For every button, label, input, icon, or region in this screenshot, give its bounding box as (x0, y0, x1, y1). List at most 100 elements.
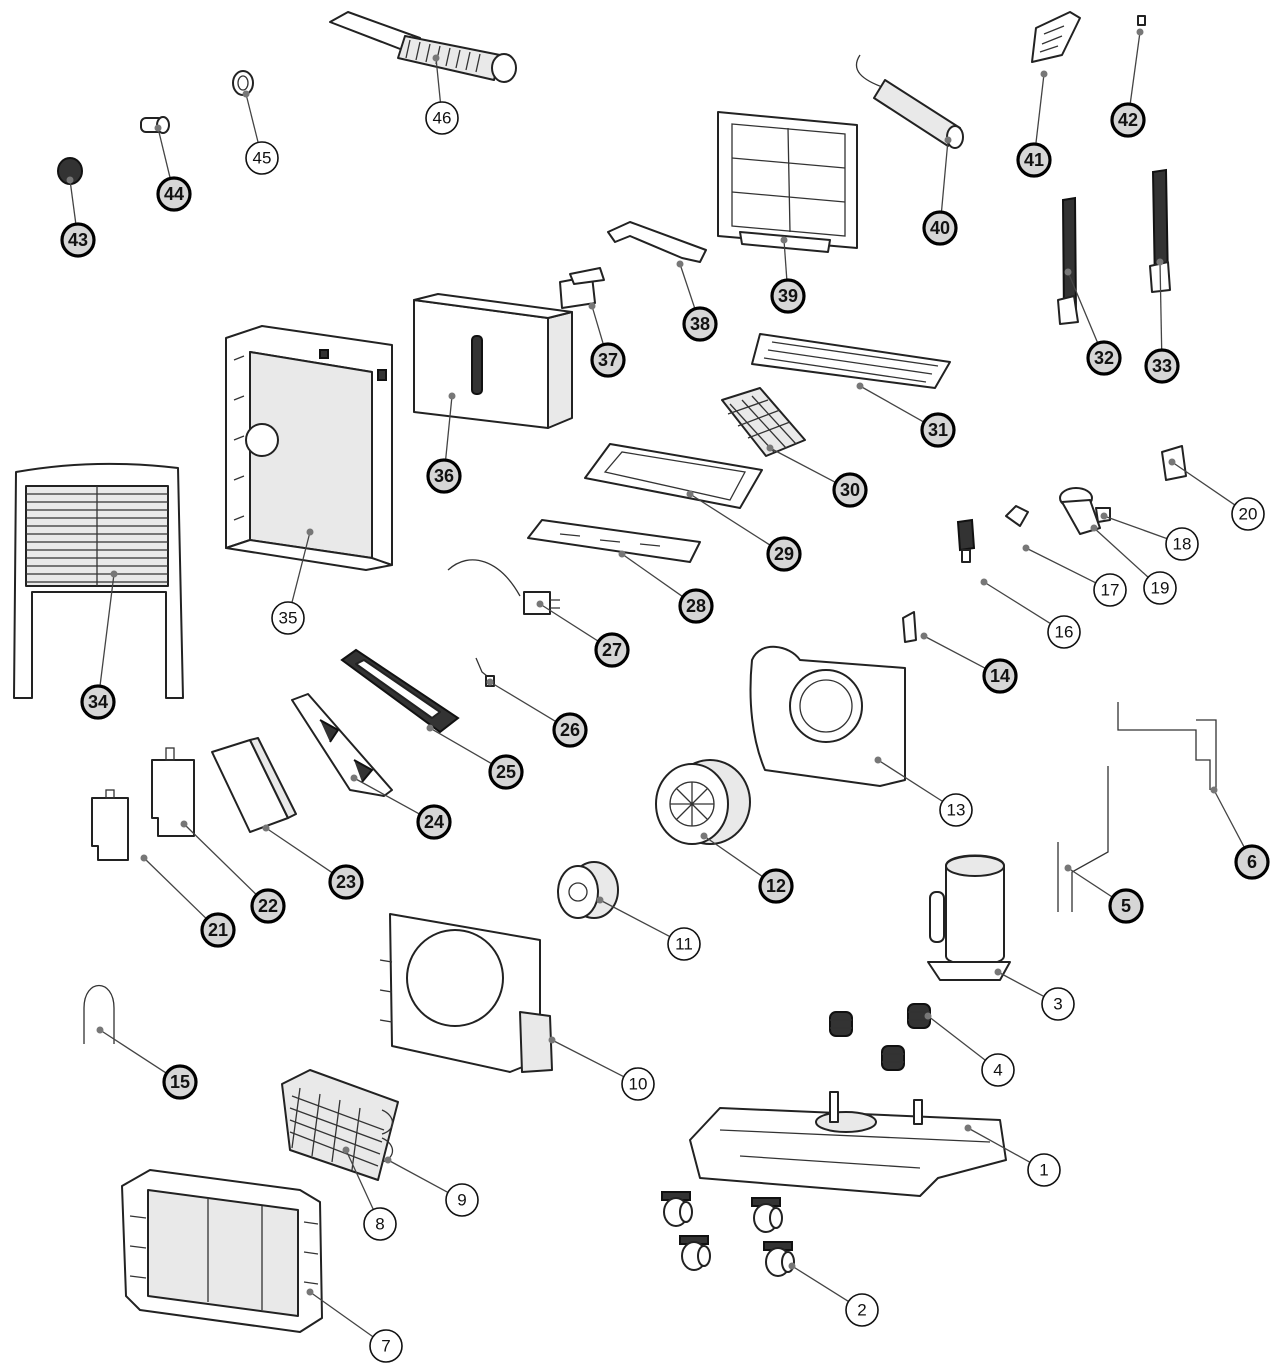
anchor-dot-3 (994, 968, 1002, 976)
callout-36: 36 (426, 458, 462, 494)
svg-text:11: 11 (675, 935, 693, 954)
part-46-drain-hose (329, 11, 517, 83)
leader-line-42 (1129, 31, 1141, 105)
svg-text:41: 41 (1024, 150, 1044, 170)
svg-text:25: 25 (496, 762, 516, 782)
anchor-dot-17 (1022, 544, 1030, 552)
leader-line-38 (679, 263, 696, 310)
svg-text:32: 32 (1094, 348, 1114, 368)
callout-15: 15 (162, 1064, 198, 1100)
anchor-dot-4 (924, 1012, 932, 1020)
callout-5: 5 (1108, 888, 1144, 924)
part-44-fitting (140, 116, 170, 134)
svg-text:8: 8 (375, 1215, 384, 1234)
part-15-wire (83, 984, 115, 1044)
anchor-dot-16 (980, 578, 988, 586)
part-36-water-tank (413, 293, 573, 429)
part-2-casters (661, 1191, 795, 1277)
part-35-rear-panel (225, 325, 393, 571)
part-illustrations (13, 11, 1217, 1333)
svg-text:30: 30 (840, 480, 860, 500)
leader-line-5 (1067, 867, 1113, 898)
callout-19: 19 (1143, 571, 1177, 605)
leader-line-31 (859, 385, 925, 423)
svg-text:20: 20 (1239, 505, 1258, 524)
svg-text:43: 43 (68, 230, 88, 250)
svg-text:24: 24 (424, 812, 444, 832)
leader-line-35 (291, 531, 311, 603)
callout-25: 25 (488, 754, 524, 790)
leader-line-25 (429, 727, 493, 765)
callout-28: 28 (678, 588, 714, 624)
anchor-dot-1 (964, 1124, 972, 1132)
leader-line-34 (99, 573, 115, 687)
leader-line-8 (345, 1149, 374, 1210)
leader-line-10 (551, 1039, 625, 1078)
anchor-dot-40 (944, 136, 952, 144)
part-12-fan-wheel (655, 759, 751, 845)
part-3-compressor (927, 854, 1011, 981)
callout-41: 41 (1016, 142, 1052, 178)
part-16-switch (956, 518, 976, 563)
callout-14: 14 (982, 658, 1018, 694)
part-39-filter-frame (717, 111, 858, 253)
part-1-base-tray (689, 1091, 1007, 1197)
anchor-dot-12 (700, 832, 708, 840)
svg-text:15: 15 (170, 1072, 190, 1092)
callout-22: 22 (250, 888, 286, 924)
callout-11: 11 (667, 927, 701, 961)
anchor-dot-21 (140, 854, 148, 862)
callout-37: 37 (590, 342, 626, 378)
svg-text:40: 40 (930, 218, 950, 238)
leader-line-30 (769, 447, 837, 484)
anchor-dot-44 (154, 124, 162, 132)
callout-8: 8 (363, 1207, 397, 1241)
anchor-dot-8 (342, 1146, 350, 1154)
leader-line-32 (1067, 271, 1099, 344)
callout-42: 42 (1110, 102, 1146, 138)
callout-45: 45 (245, 141, 279, 175)
callout-23: 23 (328, 864, 364, 900)
part-28-control-board (527, 519, 701, 563)
anchor-dot-10 (548, 1036, 556, 1044)
part-40-hose (855, 54, 964, 149)
anchor-dot-39 (780, 236, 788, 244)
svg-text:44: 44 (164, 184, 184, 204)
leader-line-26 (489, 681, 557, 723)
part-11-motor (557, 861, 619, 919)
leader-line-11 (599, 899, 671, 938)
anchor-dot-30 (766, 444, 774, 452)
anchor-dot-26 (486, 678, 494, 686)
anchor-dot-22 (180, 820, 188, 828)
leader-line-7 (309, 1291, 374, 1338)
callout-38: 38 (682, 306, 718, 342)
anchor-dot-42 (1136, 28, 1144, 36)
leader-line-16 (983, 581, 1051, 625)
anchor-dot-28 (618, 550, 626, 558)
svg-text:1: 1 (1039, 1161, 1048, 1180)
svg-text:12: 12 (766, 876, 786, 896)
anchor-dot-6 (1210, 786, 1218, 794)
anchor-dot-23 (262, 824, 270, 832)
leader-line-46 (435, 57, 442, 103)
callout-32: 32 (1086, 340, 1122, 376)
anchor-dot-20 (1168, 458, 1176, 466)
svg-text:36: 36 (434, 466, 454, 486)
anchor-dot-37 (588, 302, 596, 310)
part-45-ring (232, 70, 254, 96)
svg-text:18: 18 (1173, 535, 1192, 554)
anchor-dot-41 (1040, 70, 1048, 78)
leader-line-33 (1159, 261, 1163, 351)
leader-line-9 (387, 1159, 449, 1193)
anchor-dot-33 (1156, 258, 1164, 266)
anchor-dot-34 (110, 570, 118, 578)
svg-text:16: 16 (1055, 623, 1074, 642)
svg-text:17: 17 (1101, 581, 1120, 600)
callouts: 1 2 3 4 5 6 7 8 9 10 11 12 13 14 15 16 1… (60, 101, 1270, 1363)
svg-text:33: 33 (1152, 356, 1172, 376)
part-37-switch (559, 267, 605, 309)
anchor-dot-11 (596, 896, 604, 904)
leader-line-24 (353, 777, 421, 815)
leader-lines (66, 28, 1246, 1338)
callout-18: 18 (1165, 527, 1199, 561)
